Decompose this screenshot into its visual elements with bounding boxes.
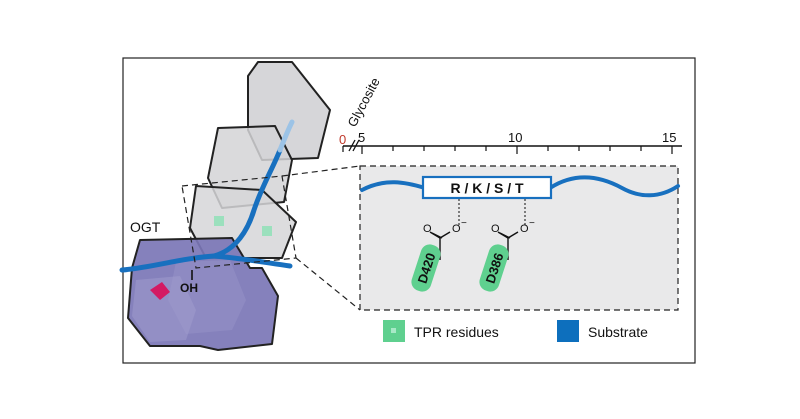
axis-break-mark bbox=[348, 139, 356, 152]
zoom-connector-top bbox=[281, 165, 361, 177]
axis-minor-ticks bbox=[361, 146, 673, 154]
axis-break-mark bbox=[352, 139, 360, 152]
oxygen-label: O bbox=[491, 223, 500, 235]
substrate-strand-faded bbox=[277, 119, 295, 153]
legend-label-tpr: TPR residues bbox=[414, 324, 499, 340]
axis-tick-label: 10 bbox=[508, 130, 522, 145]
substrate-wave bbox=[360, 175, 680, 198]
active-site bbox=[150, 282, 170, 300]
axis-tick-label: 5 bbox=[358, 130, 365, 145]
residue-badge-bg bbox=[411, 244, 441, 292]
motif-label: R / K / S / T bbox=[450, 180, 524, 196]
legend-swatch-tpr-inner bbox=[391, 328, 396, 333]
catalytic-domain-inner bbox=[132, 276, 196, 342]
tpr-residue-marker bbox=[262, 226, 272, 236]
tpr-residue-marker bbox=[214, 216, 224, 226]
axis-tick-label: 15 bbox=[662, 130, 676, 145]
residue-badge-d386: D386 bbox=[479, 244, 509, 292]
ogt-label: OGT bbox=[130, 219, 161, 235]
substrate-strand bbox=[119, 253, 217, 273]
motif-box bbox=[421, 175, 553, 200]
carboxylate-d420: O O − bbox=[423, 218, 467, 260]
charge-label: − bbox=[529, 218, 535, 229]
oxygen-label: O bbox=[520, 223, 529, 235]
charge-label: − bbox=[461, 218, 467, 229]
legend-swatch-substrate bbox=[557, 320, 579, 342]
hydroxyl-label: OH bbox=[180, 281, 198, 295]
axis-zero-label: 0 bbox=[339, 132, 346, 147]
substrate-strand bbox=[211, 147, 283, 259]
residue-badge-bg bbox=[479, 244, 509, 292]
legend: TPR residues Substrate bbox=[383, 320, 648, 342]
ogt-protein: OH OGT bbox=[119, 61, 331, 351]
zoom-connector-bottom bbox=[295, 257, 361, 311]
oxygen-label: O bbox=[452, 223, 461, 235]
catalytic-domain-inner bbox=[168, 260, 246, 334]
legend-label-substrate: Substrate bbox=[588, 324, 648, 340]
residue-badge-d420: D420 bbox=[411, 244, 441, 292]
substrate-strand bbox=[211, 253, 293, 269]
oxygen-label: O bbox=[423, 223, 432, 235]
zoom-panel: R / K / S / T O O − D420 O O − bbox=[359, 165, 680, 311]
